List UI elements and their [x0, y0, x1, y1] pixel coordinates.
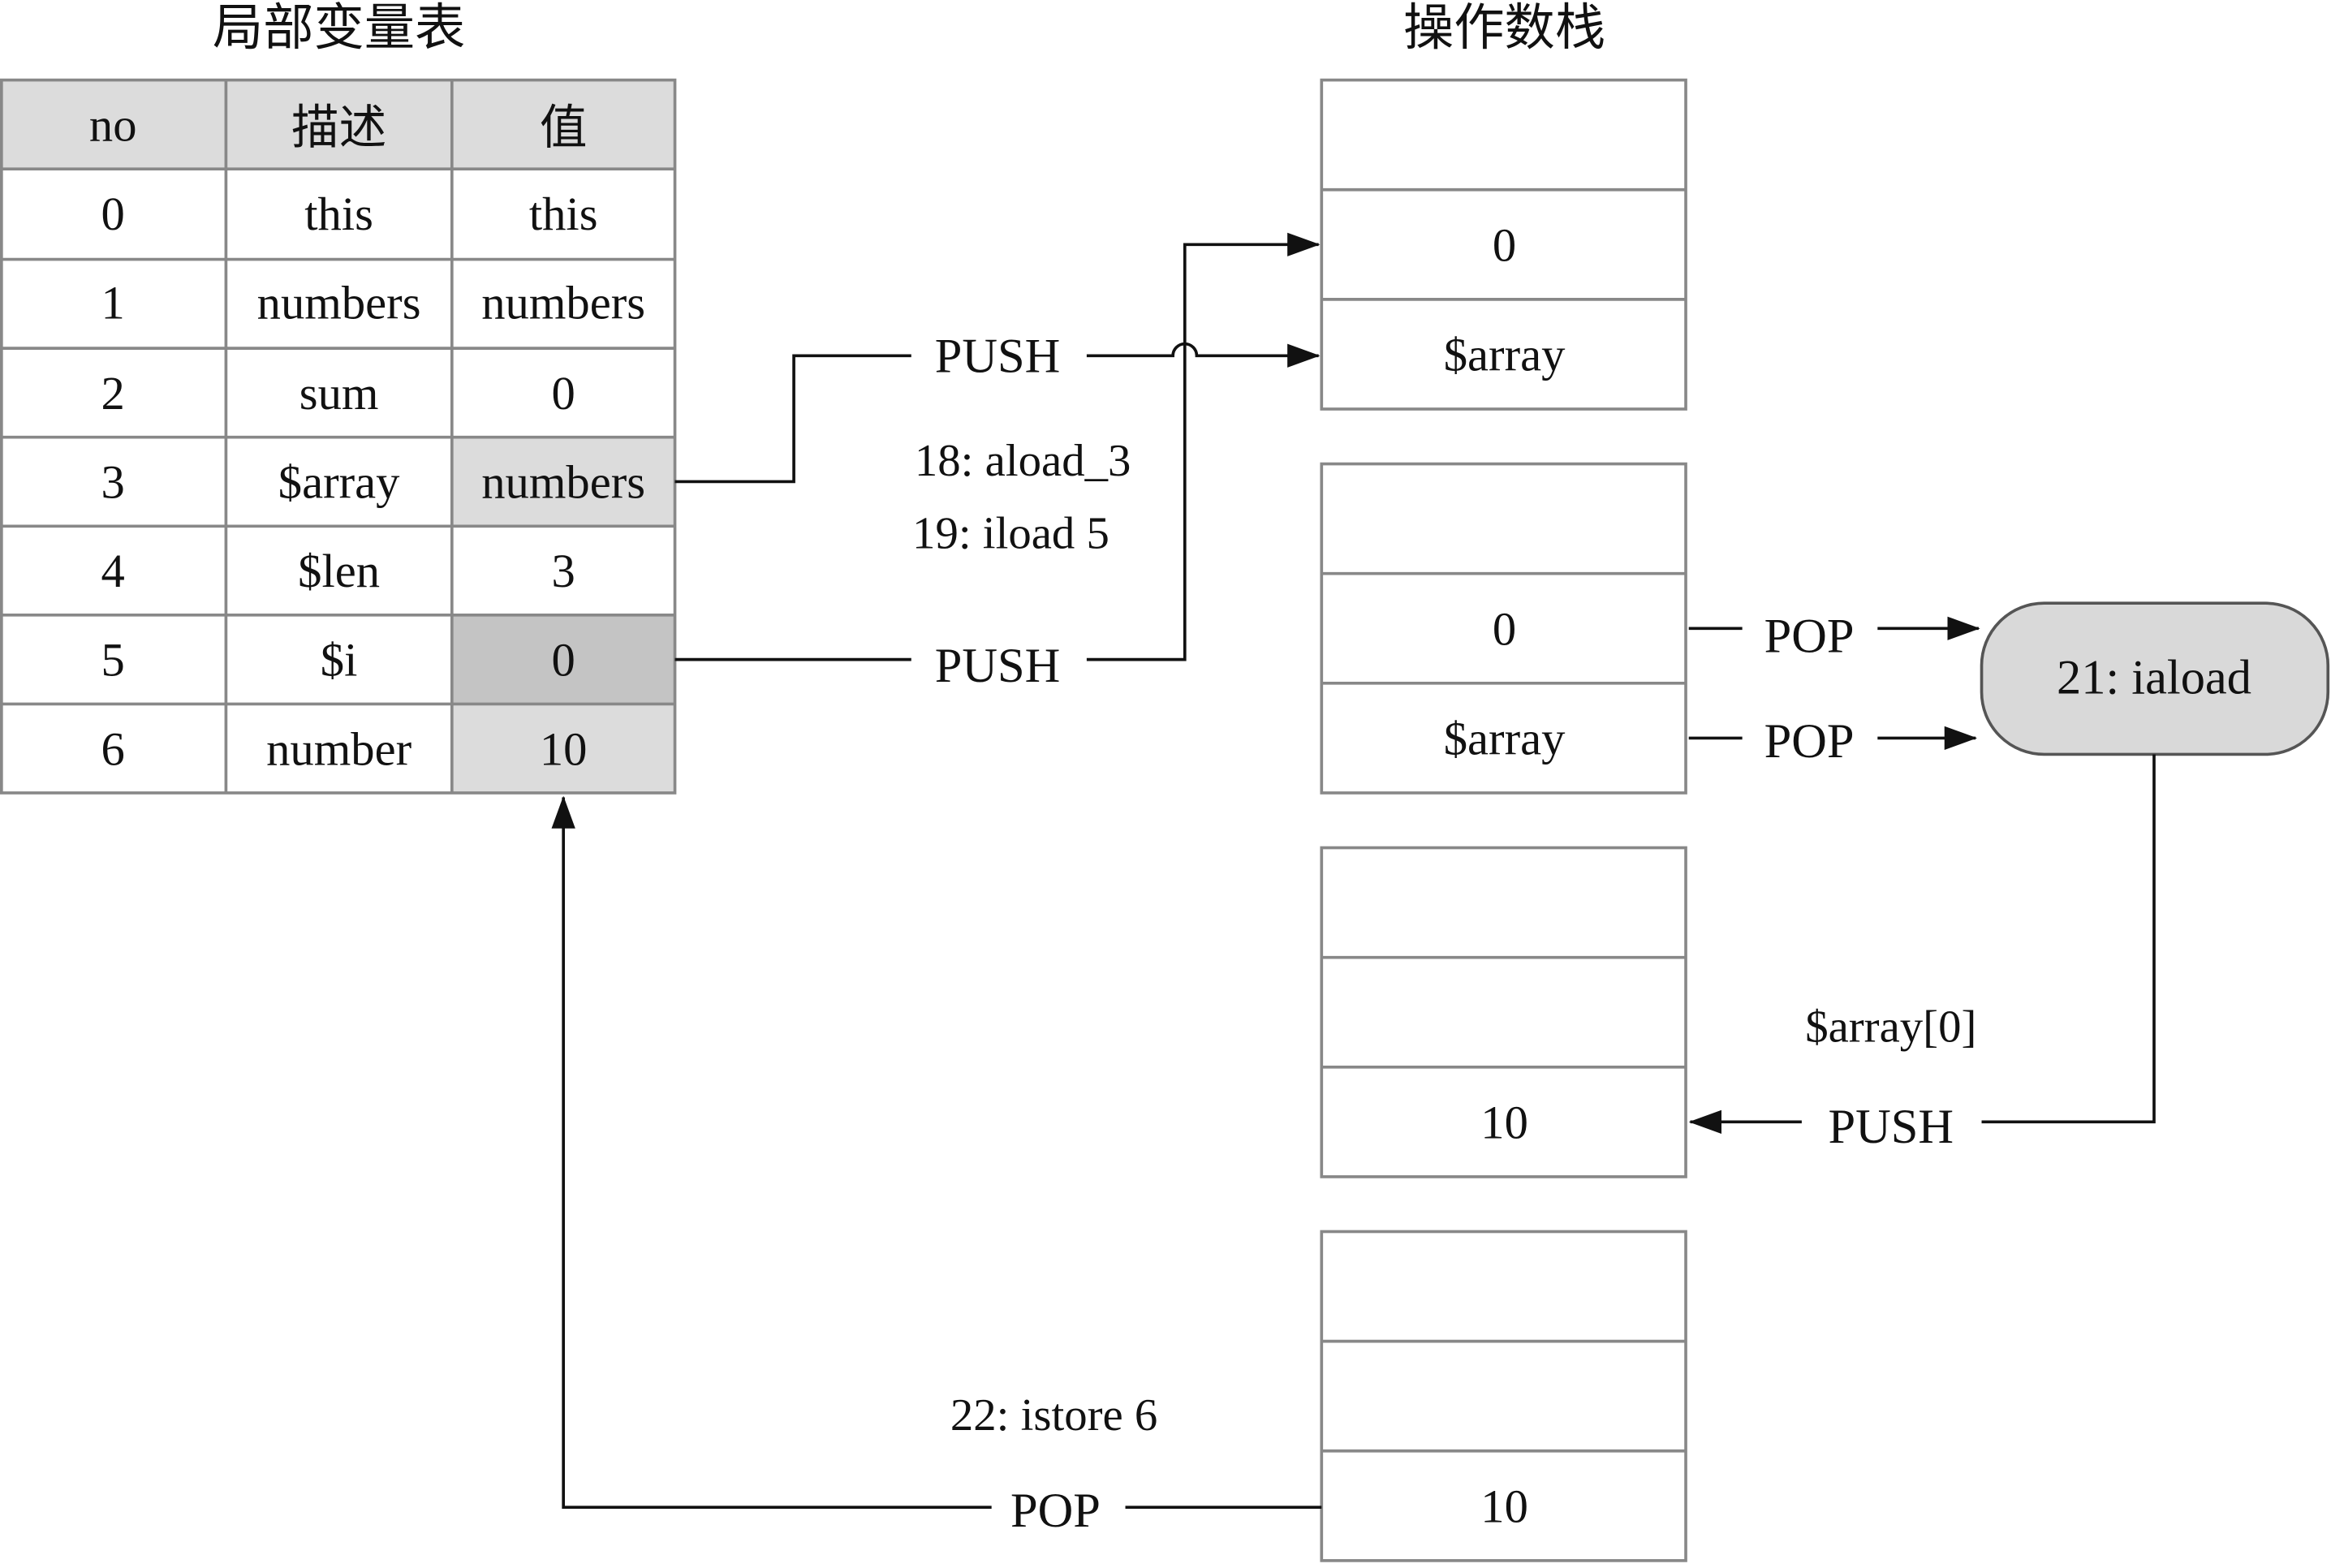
- row-2-value: 0: [552, 367, 575, 420]
- stack-3-cell-2: 10: [1480, 1096, 1528, 1149]
- row-4-no: 4: [101, 545, 125, 597]
- row-2-desc: sum: [299, 367, 379, 420]
- connector-push-result: [1688, 754, 2156, 1134]
- stack-2-frame: [1320, 462, 1687, 795]
- row-3-no: 3: [101, 456, 125, 509]
- value-cell-highlight-number: [451, 704, 675, 793]
- row-1-value: numbers: [481, 277, 645, 330]
- table-header-bg: [1, 80, 675, 170]
- instruction-iload: 19: iload 5: [912, 508, 1109, 559]
- local-variable-table-title: 局部变量表: [213, 0, 465, 57]
- stack-1-frame: [1320, 78, 1687, 411]
- row-0-desc: this: [304, 187, 373, 240]
- header-description: 描述: [291, 100, 386, 155]
- table-grid: [0, 78, 677, 795]
- row-3-value: numbers: [481, 456, 645, 509]
- row-6-value: 10: [540, 722, 588, 775]
- array-element-label: $array[0]: [1805, 1002, 1976, 1053]
- row-0-no: 0: [101, 187, 125, 240]
- row-4-value: 3: [552, 545, 575, 597]
- connector-pop-store: [551, 795, 1322, 1509]
- operand-stack-title: 操作数栈: [1403, 0, 1605, 57]
- row-1-no: 1: [101, 277, 125, 330]
- stack-2-cell-2: $array: [1444, 713, 1566, 765]
- local-variable-table: no 描述 值 0 this this 1 numbers numbers 2 …: [0, 78, 677, 795]
- header-no: no: [89, 99, 137, 152]
- connector-pop-to-iaload: [1688, 616, 1980, 751]
- stack-1-cell-2: $array: [1444, 329, 1566, 381]
- pop-label-top: POP: [1764, 610, 1855, 664]
- row-2-no: 2: [101, 367, 125, 420]
- row-6-desc: number: [266, 722, 411, 775]
- stack-4-cell-2: 10: [1480, 1480, 1528, 1532]
- operand-stack-grids: [1320, 78, 1687, 1562]
- row-0-value: this: [529, 187, 598, 240]
- row-6-no: 6: [101, 722, 125, 775]
- stack-1-cell-1: 0: [1493, 218, 1516, 271]
- row-5-value: 0: [552, 634, 575, 687]
- pop-label-bottom: POP: [1764, 714, 1855, 769]
- value-cell-highlight-i: [451, 614, 675, 704]
- row-5-desc: $i: [321, 634, 358, 687]
- push-label-result: PUSH: [1829, 1100, 1954, 1154]
- pop-label-store: POP: [1010, 1484, 1101, 1538]
- row-5-no: 5: [101, 634, 125, 687]
- value-cell-highlight-array: [451, 437, 675, 527]
- iaload-node-label: 21: iaload: [2057, 651, 2251, 705]
- connector-push-i: [674, 232, 1321, 661]
- instruction-istore: 22: istore 6: [950, 1389, 1157, 1441]
- stack-3-frame: [1320, 846, 1687, 1178]
- row-4-desc: $len: [298, 545, 380, 597]
- stack-4-frame: [1320, 1230, 1687, 1562]
- push-label-array: PUSH: [935, 329, 1061, 383]
- row-1-desc: numbers: [257, 277, 421, 330]
- stack-2-cell-1: 0: [1493, 602, 1516, 655]
- row-3-desc: $array: [278, 456, 400, 509]
- instruction-aload: 18: aload_3: [915, 435, 1131, 486]
- header-value: 值: [540, 100, 588, 155]
- push-label-i: PUSH: [935, 639, 1061, 693]
